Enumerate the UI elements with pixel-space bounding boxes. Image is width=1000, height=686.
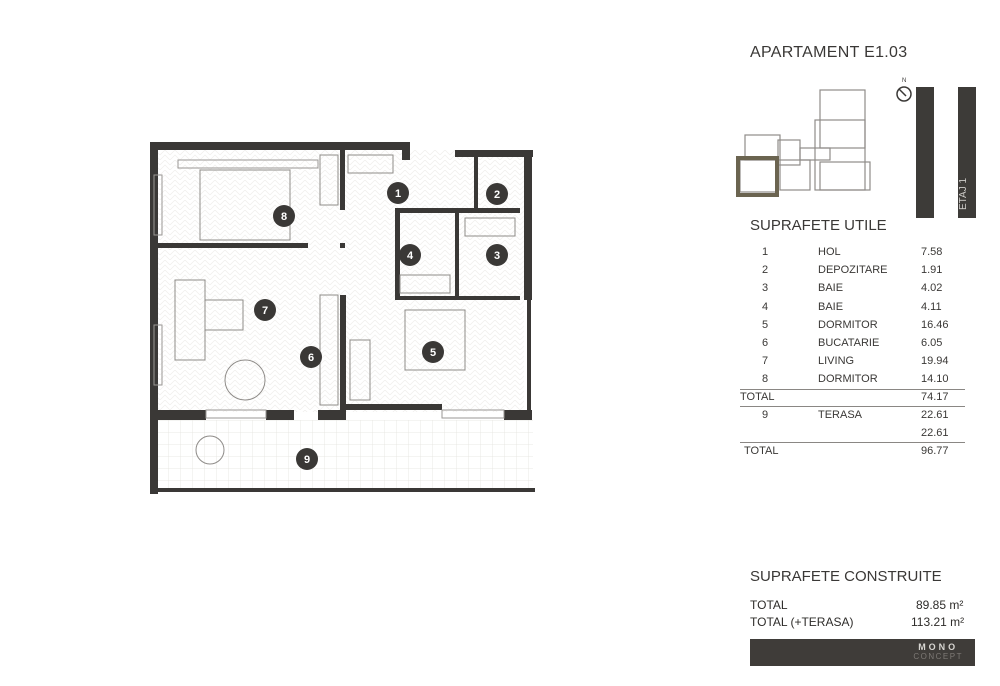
built-areas-heading: SUPRAFETE CONSTRUITE: [750, 568, 942, 585]
room-marker-circle: [422, 341, 444, 363]
room-number: 9: [762, 409, 769, 421]
total-label: TOTAL: [744, 445, 779, 457]
total-row: TOTAL 96.77: [740, 443, 965, 461]
walls: [150, 142, 535, 494]
room-marker-number: 1: [395, 188, 401, 200]
subtotal-row: TOTAL 74.17: [740, 389, 965, 407]
room-row: 6 BUCATARIE 6.05: [740, 335, 965, 353]
room-row: 1 HOL 7.58: [740, 244, 965, 262]
room-name: TERASA: [818, 409, 863, 421]
room-area: 22.61: [921, 409, 949, 421]
room-name: BUCATARIE: [818, 337, 880, 349]
room-row: 2 DEPOZITARE 1.91: [740, 262, 965, 280]
room-area: 14.10: [921, 373, 949, 386]
room-row: 3 BAIE 4.02: [740, 280, 965, 298]
room-row: 8 DORMITOR 14.10: [740, 371, 965, 389]
divider: [740, 442, 965, 443]
brand-logo: MONO CONCEPT: [913, 642, 963, 661]
room-marker: 7: [254, 299, 276, 321]
room-name: LIVING: [818, 355, 855, 368]
subtotal-area: 74.17: [921, 391, 949, 403]
room-area: 4.02: [921, 282, 943, 295]
room-area: 16.46: [921, 318, 949, 331]
room-name: HOL: [818, 246, 841, 258]
room-name: DORMITOR: [818, 373, 878, 386]
room-row: 7 LIVING 19.94: [740, 353, 965, 371]
divider: [740, 406, 965, 407]
built-total-terrace-label: TOTAL (+TERASA): [750, 615, 854, 629]
room-number: 3: [762, 282, 769, 295]
room-marker-number: 3: [494, 250, 500, 262]
room-marker-circle: [387, 182, 409, 204]
room-marker-number: 4: [407, 250, 414, 262]
room-marker-circle: [273, 205, 295, 227]
room-marker-number: 8: [281, 211, 287, 223]
room-marker-circle: [486, 244, 508, 266]
room-area: 19.94: [921, 355, 949, 368]
room-name: BAIE: [818, 282, 844, 295]
room-marker: 1: [387, 182, 409, 204]
room-marker-circle: [486, 183, 508, 205]
room-marker-circle: [296, 448, 318, 470]
room-marker-circle: [399, 244, 421, 266]
terrace-row: 9 TERASA 22.61: [740, 407, 965, 425]
room-number: 6: [762, 337, 769, 349]
subtotal-label: TOTAL: [740, 391, 775, 403]
furniture: [174, 154, 516, 465]
room-name: DORMITOR: [818, 318, 878, 331]
room-marker: 4: [399, 244, 421, 266]
room-area: 1.91: [921, 264, 943, 277]
room-number: 1: [762, 246, 769, 258]
compass: N: [896, 78, 912, 102]
terrace-sum: 22.61: [921, 427, 949, 439]
floor-label: ETAJ 1: [958, 177, 969, 211]
total-area: 96.77: [921, 445, 949, 457]
built-total-label: TOTAL: [750, 598, 788, 612]
room-marker-number: 5: [430, 347, 436, 359]
building-bar: [916, 87, 934, 218]
built-total-terrace-value: 113.21 m²: [911, 615, 965, 629]
room-marker: 3: [486, 244, 508, 266]
apartment-highlight: [736, 156, 779, 197]
room-marker: 6: [300, 346, 322, 368]
built-total-value: 89.85 m²: [916, 598, 964, 612]
room-marker-number: 9: [304, 454, 310, 466]
room-row: 5 DORMITOR 16.46: [740, 317, 965, 335]
useful-areas-heading: SUPRAFETE UTILE: [750, 217, 887, 234]
room-number: 2: [762, 264, 769, 277]
room-marker-number: 6: [308, 352, 314, 364]
room-marker-circle: [254, 299, 276, 321]
room-number: 5: [762, 318, 769, 331]
room-marker-number: 2: [494, 189, 500, 201]
room-area: 6.05: [921, 337, 943, 349]
room-number: 4: [762, 300, 769, 313]
footer-banner: MONO CONCEPT: [750, 639, 975, 666]
room-marker-number: 7: [262, 305, 268, 317]
room-area: 7.58: [921, 246, 943, 258]
terrace-sum-row: 22.61: [740, 425, 965, 443]
room-marker: 9: [296, 448, 318, 470]
room-name: BAIE: [818, 300, 844, 313]
floor-bar: [958, 87, 976, 218]
room-name: DEPOZITARE: [818, 264, 888, 277]
compass-north: N: [902, 78, 906, 84]
terrace-floor: [155, 420, 533, 490]
windows: [153, 159, 505, 419]
compass-icon: [896, 86, 912, 102]
room-number: 7: [762, 355, 769, 368]
room-marker: 5: [422, 341, 444, 363]
room-area: 4.11: [921, 300, 942, 313]
apartment-title: APARTAMENT E1.03: [750, 44, 908, 61]
key-plan: [739, 89, 871, 193]
divider: [740, 389, 965, 390]
room-number: 8: [762, 373, 769, 386]
room-marker: 8: [273, 205, 295, 227]
room-row: 4 BAIE 4.11: [740, 299, 965, 317]
room-marker-circle: [300, 346, 322, 368]
room-marker: 2: [486, 183, 508, 205]
